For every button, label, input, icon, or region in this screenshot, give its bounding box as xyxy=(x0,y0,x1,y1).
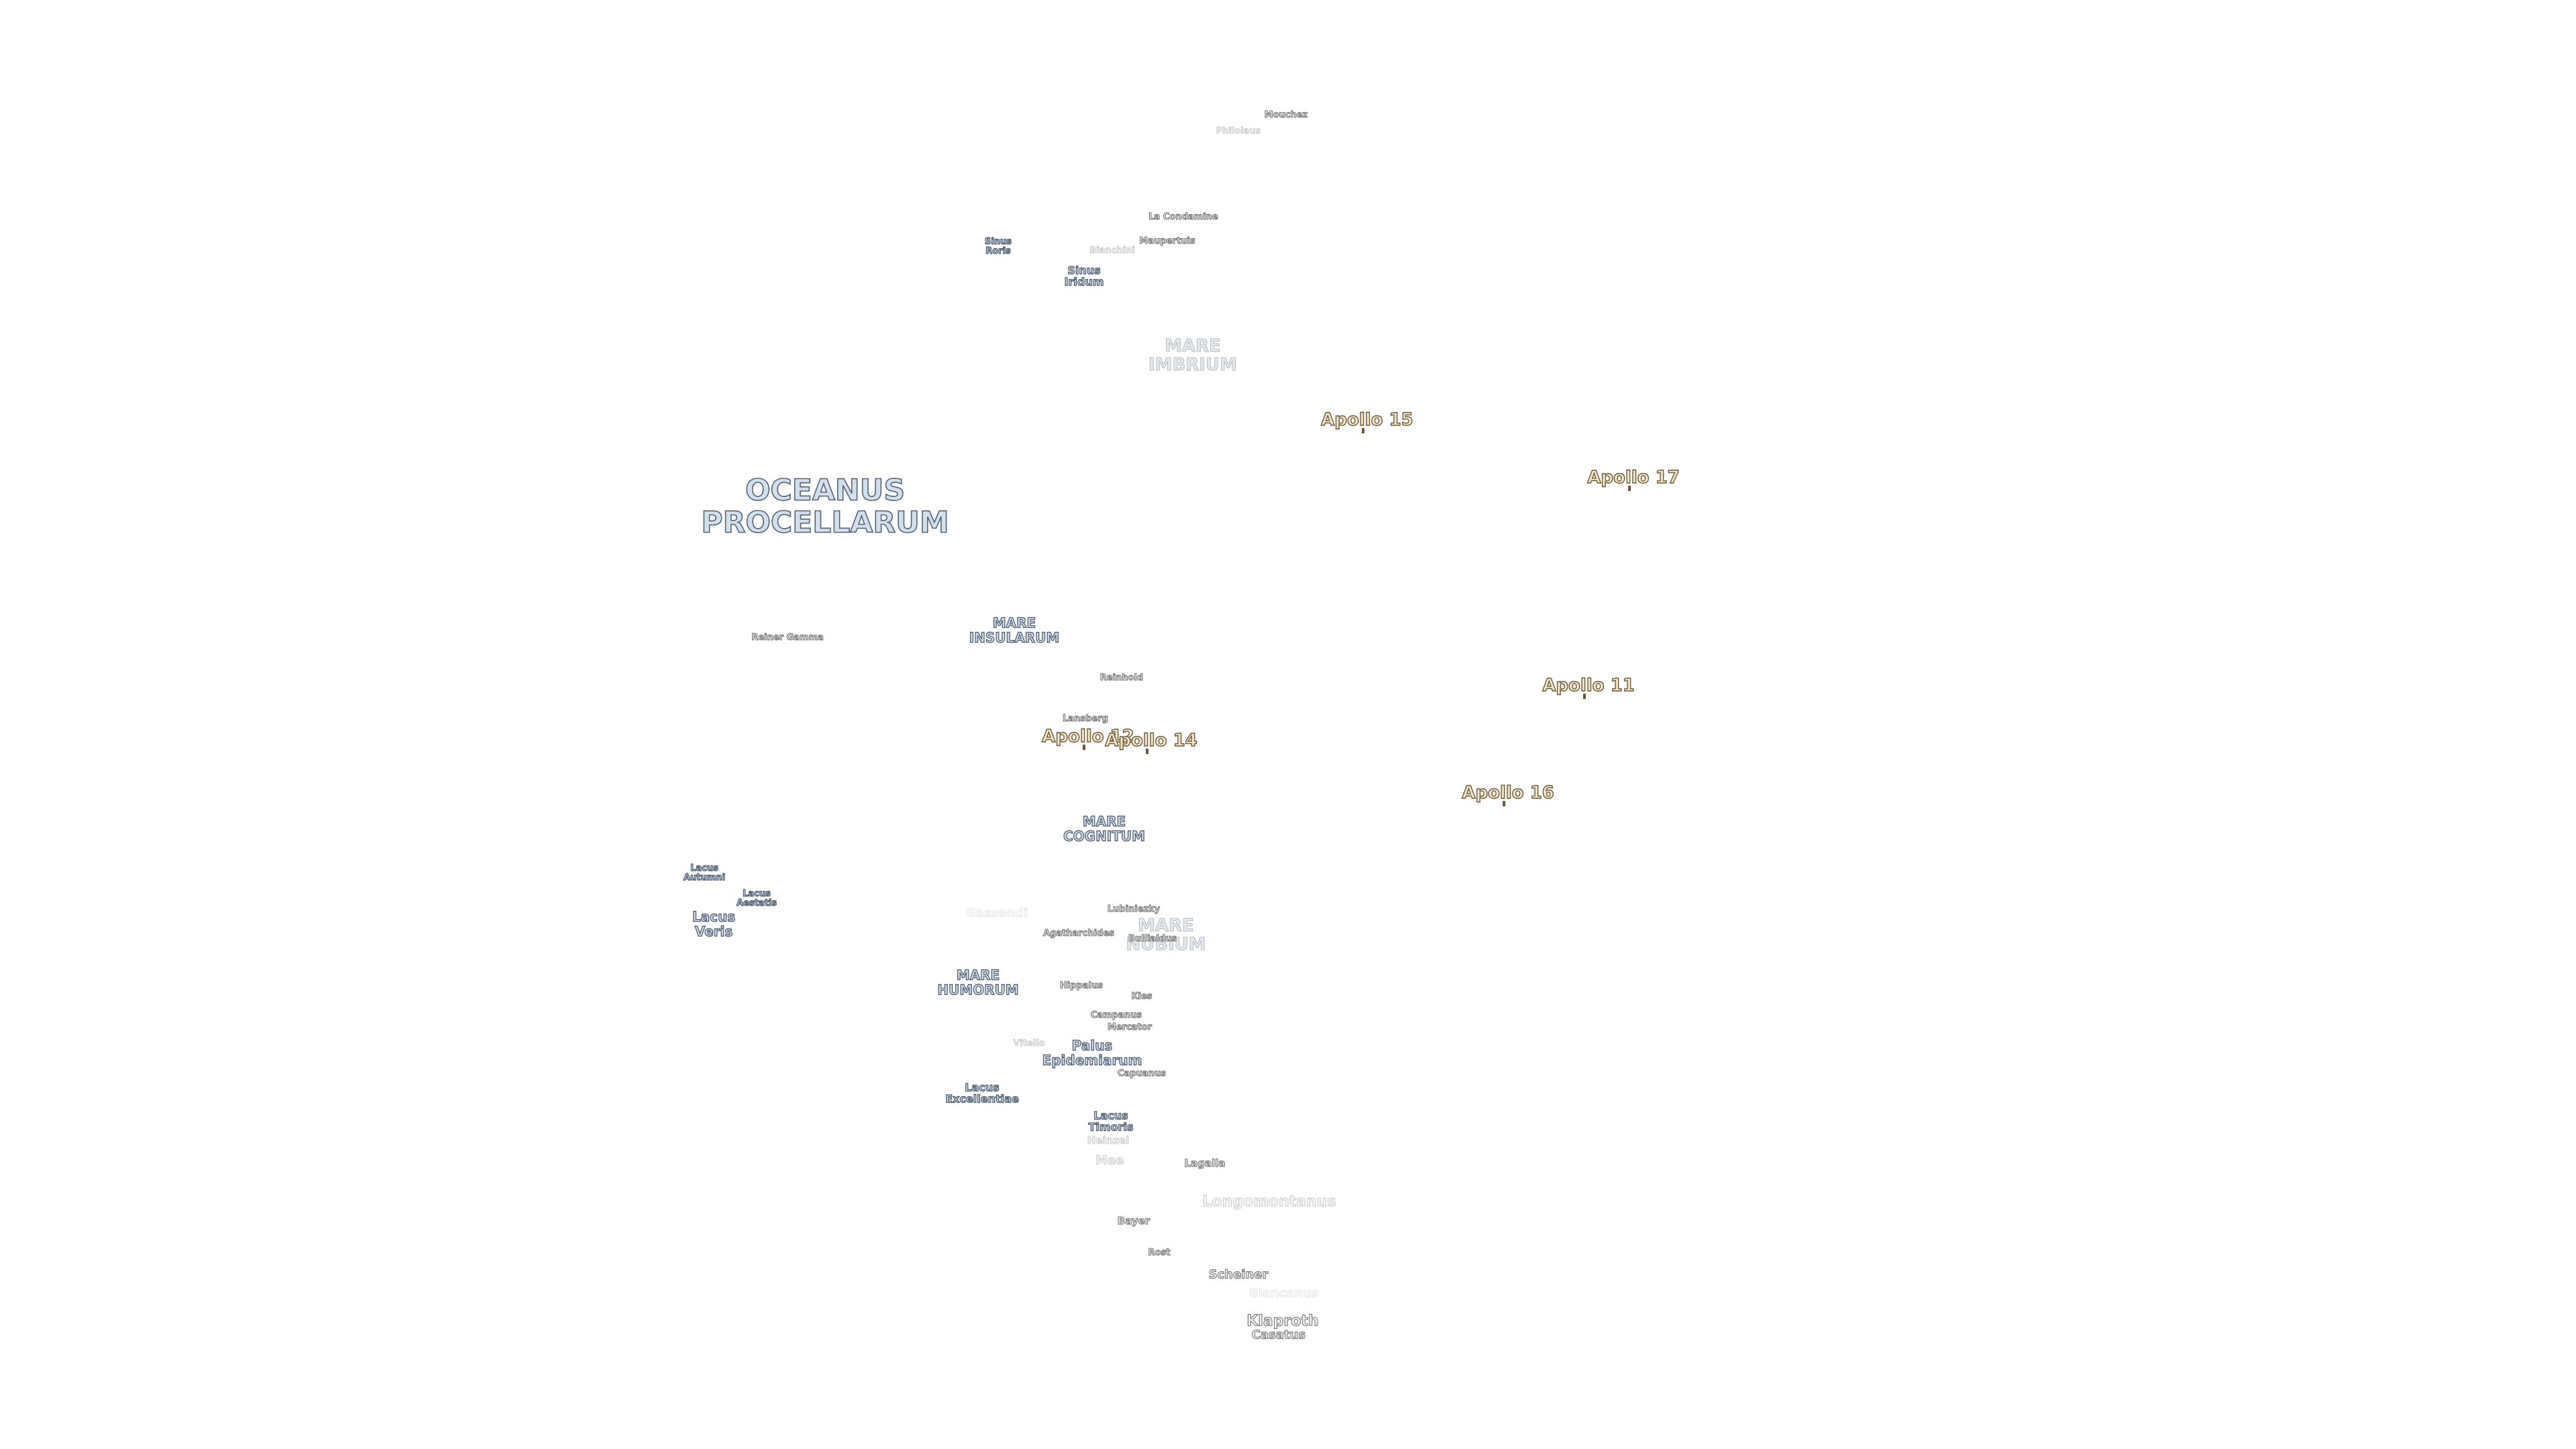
vitello-label: Vitello xyxy=(1013,1038,1045,1049)
klaproth-label: Klaproth xyxy=(1246,1313,1319,1330)
palus-epidemiarum-label-line: Palus xyxy=(1071,1037,1113,1054)
kies-label: Kies xyxy=(1131,991,1152,1002)
mare-cognitum-label-line: MARE xyxy=(1082,813,1126,830)
lacus-timoris-label-line: Lacus xyxy=(1093,1109,1129,1122)
mare-cognitum-label-line: COGNITUM xyxy=(1063,828,1146,844)
lacus-autumni-label-line: Autumni xyxy=(683,873,726,883)
maupertuis-label: Maupertuis xyxy=(1139,235,1195,246)
apollo-16-landing-marker-icon xyxy=(1503,801,1505,806)
lacus-timoris-label-line: Timoris xyxy=(1088,1121,1134,1134)
agatharchides-label: Agatharchides xyxy=(1042,928,1115,938)
lacus-veris-label-line: Lacus xyxy=(692,908,736,925)
longomontanus-label: Longomontanus xyxy=(1202,1193,1336,1211)
sinus-iridum-label-line: Sinus xyxy=(1067,264,1102,277)
lacus-aestatis-label-line: Lacus xyxy=(743,888,771,899)
lagalla-label: Lagalla xyxy=(1184,1157,1226,1169)
lacus-excellentiae-label-line: Lacus xyxy=(965,1081,1000,1094)
apollo-11-landing-marker-icon xyxy=(1583,694,1586,699)
oceanus-procellarum-label-line: OCEANUS xyxy=(745,473,906,508)
mercator-label: Mercator xyxy=(1107,1022,1152,1032)
gassendi-label: Gassendi xyxy=(965,906,1028,920)
mare-imbrium-label-line: MARE xyxy=(1165,335,1222,356)
mare-humorum-label-line: MARE xyxy=(956,967,1000,983)
bayer-label: Bayer xyxy=(1117,1214,1150,1227)
bullialdus-label: Bullialdus xyxy=(1128,933,1177,944)
apollo-12-label: Apollo 12 xyxy=(1042,726,1135,747)
apollo-14-label: Apollo 14 xyxy=(1105,730,1198,751)
sinus-iridum-label-line: Iridum xyxy=(1064,276,1104,288)
philolaus-label: Philolaus xyxy=(1216,125,1261,136)
mare-nubium-label-line: MARE xyxy=(1138,915,1195,936)
apollo-15-landing-marker-icon xyxy=(1362,428,1364,433)
apollo-14-landing-marker-icon xyxy=(1146,749,1148,754)
lansberg-label: Lansberg xyxy=(1063,713,1109,724)
lacus-autumni-label-line: Lacus xyxy=(690,863,719,873)
apollo-12-landing-marker-icon xyxy=(1083,745,1085,750)
apollo-17-label: Apollo 17 xyxy=(1587,467,1680,488)
mare-humorum-label-line: HUMORUM xyxy=(937,981,1020,998)
reiner-gamma-label: Reiner Gamma xyxy=(751,632,824,643)
mouchez-label: Mouchez xyxy=(1264,109,1308,120)
sinus-roris-label-line: Sinus xyxy=(984,236,1012,247)
palus-epidemiarum-label-line: Epidemiarum xyxy=(1042,1052,1142,1068)
capuanus-label: Capuanus xyxy=(1118,1068,1167,1079)
mare-nubium-label-line: NUBIUM xyxy=(1126,934,1206,955)
apollo-15-label: Apollo 15 xyxy=(1321,409,1414,430)
apollo-16-label: Apollo 16 xyxy=(1462,782,1555,803)
casatus-label: Casatus xyxy=(1251,1328,1306,1342)
mare-imbrium-label-line: IMBRIUM xyxy=(1148,355,1238,375)
mee-label: Mee xyxy=(1095,1153,1124,1168)
apollo-17-landing-marker-icon xyxy=(1628,486,1631,491)
apollo-11-label: Apollo 11 xyxy=(1542,675,1635,696)
blancanus-label: Blancanus xyxy=(1248,1286,1320,1301)
lacus-veris-label-line: Veris xyxy=(694,923,733,939)
campanus-label: Campanus xyxy=(1090,1010,1142,1020)
mare-insularum-label-line: MARE xyxy=(992,614,1036,631)
lacus-excellentiae-label-line: Excellentiae xyxy=(945,1093,1020,1106)
oceanus-procellarum-label-line: PROCELLARUM xyxy=(700,505,949,539)
rost-label: Rost xyxy=(1148,1247,1171,1258)
la-condamine-label: La Condamine xyxy=(1148,211,1218,222)
sinus-roris-label-line: Roris xyxy=(985,246,1012,256)
bianchini-label: Bianchini xyxy=(1089,245,1135,256)
lacus-aestatis-label-line: Aestatis xyxy=(736,898,777,908)
reinhold-label: Reinhold xyxy=(1099,672,1144,683)
heinzel-label: Heinzel xyxy=(1087,1134,1130,1146)
hippalus-label: Hippalus xyxy=(1059,980,1104,991)
mare-insularum-label-line: INSULARUM xyxy=(969,629,1060,645)
scheiner-label: Scheiner xyxy=(1208,1267,1269,1282)
lubiniezky-label: Lubiniezky xyxy=(1107,904,1161,914)
